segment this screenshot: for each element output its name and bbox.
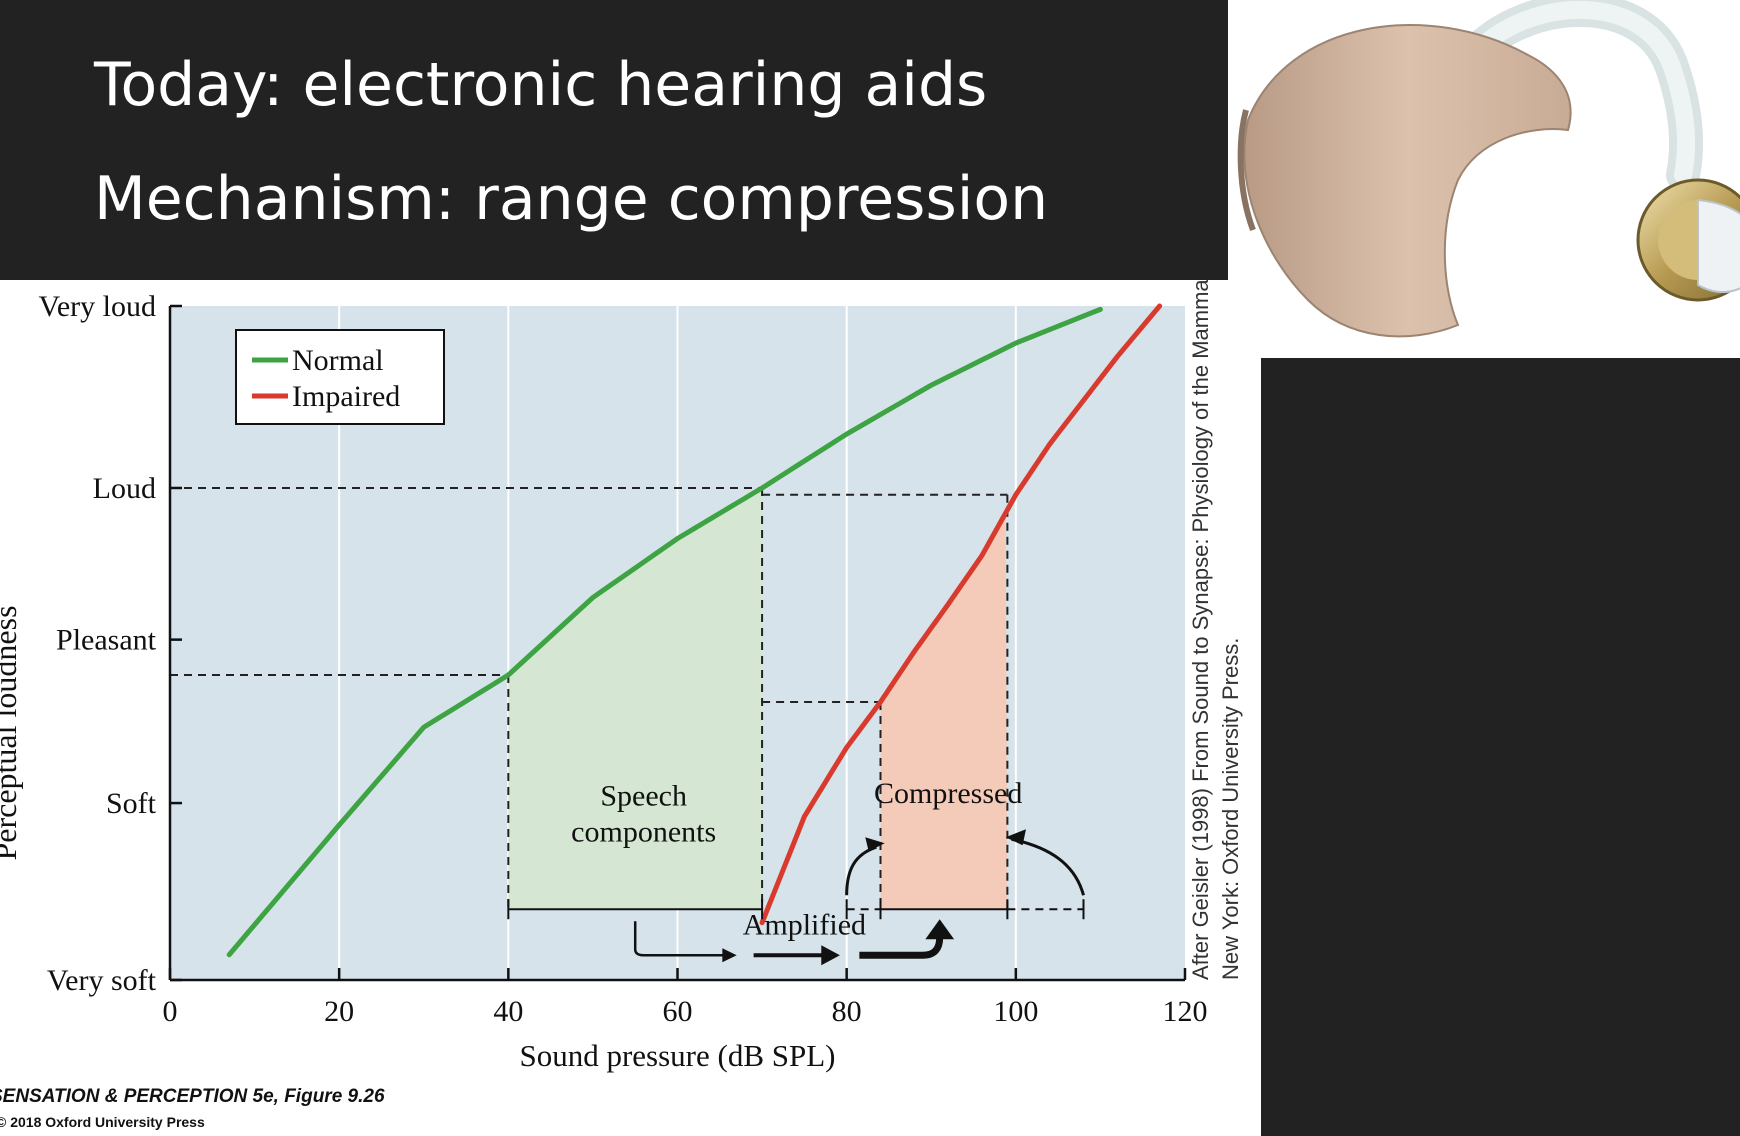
region-speech-components — [508, 487, 763, 910]
arrowhead — [865, 837, 885, 852]
x-tick-label: 40 — [493, 995, 523, 1028]
arrowhead — [1005, 829, 1026, 846]
hearing-aid-photo — [1228, 0, 1740, 358]
x-tick-label: 20 — [324, 995, 354, 1028]
slide-subtitle: Mechanism: range compression — [94, 164, 1049, 234]
x-tick-label: 60 — [663, 995, 693, 1028]
y-tick-label: Loud — [93, 472, 156, 505]
annotation-amplified: Amplified — [743, 909, 866, 942]
legend-label-normal: Normal — [292, 344, 384, 377]
legend-box — [235, 329, 445, 425]
amplified-arrow — [633, 921, 729, 957]
x-tick-label: 80 — [832, 995, 862, 1028]
x-tick-label: 0 — [163, 995, 178, 1028]
series-line-impaired — [759, 303, 1163, 926]
legend-label-impaired: Impaired — [292, 380, 400, 413]
arrowhead — [722, 948, 737, 963]
annotation-speech: components — [571, 815, 716, 848]
slide-title: Today: electronic hearing aids — [94, 50, 988, 120]
hearing-aid-icon — [1237, 0, 1740, 338]
annotation-compressed: Compressed — [874, 777, 1022, 810]
y-axis-label: Perceptual loudness — [0, 605, 23, 860]
y-tick-label: Very soft — [47, 964, 157, 997]
credit-line-1: After Geisler (1998) From Sound to Synap… — [1188, 280, 1213, 980]
arrowhead — [821, 945, 840, 966]
arrowhead — [925, 919, 955, 940]
x-axis-label: Sound pressure (dB SPL) — [519, 1038, 835, 1073]
annotation-speech: Speech — [600, 779, 687, 812]
series-line-normal — [226, 306, 1103, 958]
credit: After Geisler (1998) From Sound to Synap… — [1188, 280, 1243, 980]
figure-copyright: © 2018 Oxford University Press — [0, 1114, 205, 1130]
loudness-chart: 0 20 40 60 80 100 120 Very soft Soft Pleasant Loud… — [0, 280, 1243, 1073]
y-tick-label: Pleasant — [56, 624, 157, 657]
credit-line-2: New York: Oxford University Press. — [1218, 638, 1243, 980]
x-tick-label: 100 — [993, 995, 1038, 1028]
amplified-arrow — [859, 937, 944, 959]
loudness-figure: 0 20 40 60 80 100 120 Very soft Soft Pleasant Loud… — [0, 280, 1261, 1136]
y-tick-label: Very loud — [39, 290, 156, 323]
region-compressed — [880, 512, 1008, 910]
y-tick-label: Soft — [106, 787, 157, 820]
slide-header: Today: electronic hearing aids Mechanism… — [0, 0, 1228, 280]
x-tick-label: 120 — [1163, 995, 1208, 1028]
figure-caption: SENSATION & PERCEPTION 5e, Figure 9.26 — [0, 1086, 385, 1107]
